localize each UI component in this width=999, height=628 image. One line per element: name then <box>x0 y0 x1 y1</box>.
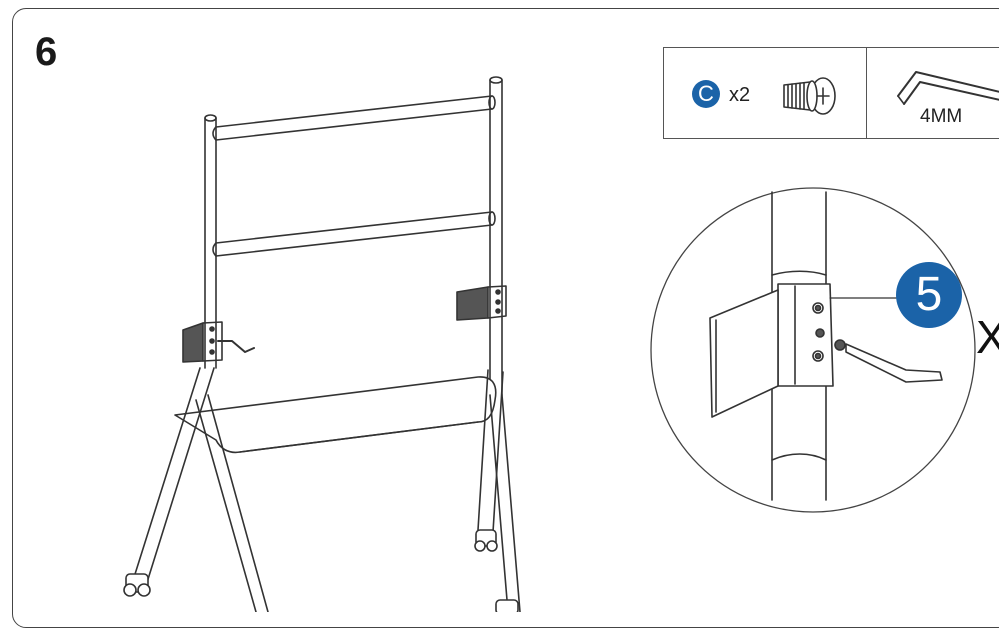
tool-size-label: 4MM <box>920 106 963 127</box>
allen-key-icon <box>897 71 999 105</box>
multiplier-mark: X <box>976 311 999 363</box>
step-number: 6 <box>35 30 58 74</box>
screw-badge: C <box>692 80 720 108</box>
screw-quantity: x2 <box>729 84 751 106</box>
screw-icon <box>783 77 836 115</box>
callout-number-badge: 5 <box>896 262 962 328</box>
tv-stand-drawing <box>123 76 521 612</box>
assembly-illustration <box>123 71 999 612</box>
parts-box <box>663 47 999 139</box>
detail-magnifier <box>650 187 976 513</box>
parts-divider <box>866 47 868 139</box>
